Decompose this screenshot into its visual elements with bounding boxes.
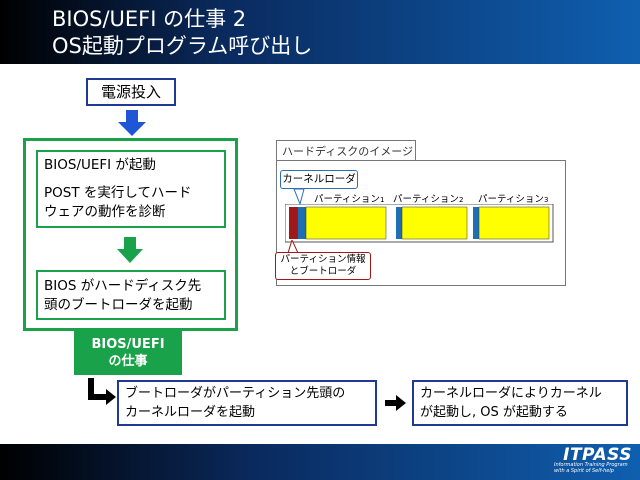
elbow-arrow-icon: [88, 378, 116, 405]
disk-image-tab-label: ハードディスクのイメージ: [282, 145, 414, 158]
step2-text-line-1: カーネルローダによりカーネル: [420, 386, 602, 401]
partition-2-label: パーティション2: [393, 194, 464, 205]
step1-text-line-2: カーネルローダを起動: [125, 405, 256, 420]
bootloader-text-line-1: BIOS がハードディスク先: [44, 278, 202, 294]
partition-1-label: パーティション1: [314, 194, 385, 205]
step2-text-line-2: が起動し, OS が起動する: [420, 405, 568, 420]
arrow-down-icon: [118, 110, 146, 136]
partition-3-label: パーティション3: [478, 194, 549, 205]
disk-bar: [285, 204, 554, 243]
partition-info-marker: [289, 207, 298, 239]
partition-info-callout-line-2: とブートローダ: [289, 266, 357, 277]
disk-image-tab: ハードディスクのイメージ: [276, 140, 416, 160]
footer-bar: ITPASS Information Training Program with…: [0, 444, 640, 480]
bootloader-start-box: BIOS がハードディスク先 頭のブートローダを起動: [36, 270, 226, 320]
callout-pointer: [293, 189, 305, 205]
bios-start-text: BIOS/UEFI が起動: [44, 157, 156, 173]
slide-title-line-1: BIOS/UEFI の仕事 2: [52, 7, 247, 31]
partition-2-block: [401, 206, 468, 240]
partition-info-callout-line-1: パーティション情報: [280, 254, 366, 265]
partition-3-block: [478, 206, 550, 240]
step1-text-line-1: ブートローダがパーティション先頭の: [125, 386, 346, 401]
kernel-step-box: カーネルローダによりカーネル が起動し, OS が起動する: [412, 380, 628, 426]
kernel-loader-marker-3: [473, 207, 479, 239]
bios-task-label: BIOS/UEFI の仕事: [74, 331, 182, 375]
kernel-loader-marker-1: [298, 207, 306, 239]
bootloader-step-box: ブートローダがパーティション先頭の カーネルローダを起動: [117, 380, 377, 426]
arrow-down-icon: [117, 237, 143, 263]
partition-1-block: [305, 206, 387, 240]
post-text-line-1: POST を実行してハード: [44, 185, 192, 201]
itpass-logo: ITPASS: [563, 445, 632, 465]
logo-tagline: Information Training Program with a Spir…: [554, 462, 634, 474]
kernel-loader-callout: カーネルローダ: [280, 170, 358, 189]
power-on-label: 電源投入: [100, 83, 161, 101]
logo-tagline-line-2: with a Spirit of Self-help: [554, 467, 614, 474]
partition-info-callout: パーティション情報 とブートローダ: [275, 252, 371, 280]
bios-start-box: BIOS/UEFI が起動 POST を実行してハード ウェアの動作を診断: [36, 150, 226, 228]
bios-task-label-line-2: の仕事: [108, 354, 148, 369]
logo-tagline-line-1: Information Training Program: [554, 462, 628, 468]
bootloader-text-line-2: 頭のブートローダを起動: [44, 297, 193, 313]
post-text-line-2: ウェアの動作を診断: [44, 204, 166, 220]
power-on-box: 電源投入: [86, 78, 176, 106]
title-bar: BIOS/UEFI の仕事 2 OS起動プログラム呼び出し: [0, 0, 640, 64]
kernel-loader-marker-2: [396, 207, 402, 239]
bios-task-label-line-1: BIOS/UEFI: [91, 337, 165, 352]
slide-title-line-2: OS起動プログラム呼び出し: [52, 34, 313, 58]
arrow-right-icon: [385, 395, 406, 411]
